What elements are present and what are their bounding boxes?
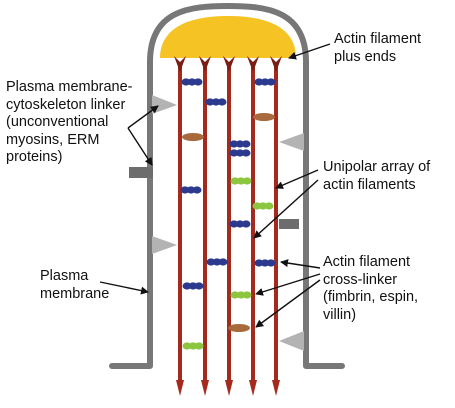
actin-filament-icon xyxy=(199,56,211,396)
crosslinker-icon xyxy=(206,258,228,266)
label-line: plus ends xyxy=(334,48,397,65)
pointer-crosslinker-1 xyxy=(280,259,321,269)
label-line: Plasma membrane- xyxy=(6,79,133,95)
pointer-unipolar-1 xyxy=(275,169,319,189)
crosslinker-icon xyxy=(181,78,203,86)
actin-filaments xyxy=(174,56,282,396)
membrane-linker-rect-icon xyxy=(279,219,299,229)
plus-end-cap-icon xyxy=(160,16,296,58)
label-plasma-membrane: Plasma membrane xyxy=(40,268,109,303)
membrane-linkers xyxy=(129,95,304,351)
crosslinker-icon xyxy=(228,324,250,332)
crosslinker-icon xyxy=(229,220,251,228)
crosslinker-icon xyxy=(252,202,274,210)
crosslinker-icon xyxy=(205,98,227,106)
crosslinker-icon xyxy=(230,291,252,299)
crosslinker-icon xyxy=(180,186,202,194)
membrane-linker-icon xyxy=(152,236,177,254)
label-line: Actin filament xyxy=(323,254,411,270)
actin-filament-icon xyxy=(174,56,186,396)
pointer-plus-ends xyxy=(288,43,331,60)
crosslinker-icon xyxy=(229,149,251,157)
label-membrane-linker: Plasma membrane- cytoskeleton linker (un… xyxy=(6,79,133,167)
label-line: cross-linker xyxy=(323,271,398,288)
label-line: cytoskeleton linker xyxy=(6,96,126,113)
label-line: actin filaments xyxy=(323,176,416,193)
label-plus-ends: Actin filament plus ends xyxy=(334,31,421,66)
pointer-linker-top xyxy=(127,105,159,129)
crosslinker-icon xyxy=(182,133,204,141)
plasma-membrane-outline xyxy=(109,3,345,369)
actin-filament-icon xyxy=(270,56,282,396)
membrane-linker-rect-icon xyxy=(129,167,153,178)
membrane-linker-icon xyxy=(279,331,304,351)
label-line: Actin filament xyxy=(334,31,422,47)
label-line: proteins) xyxy=(6,149,63,165)
label-line: Plasma xyxy=(40,268,89,284)
label-line: (unconventional xyxy=(6,114,109,130)
membrane-linker-icon xyxy=(279,133,304,151)
label-line: Unipolar array of xyxy=(323,159,431,175)
label-line: (fimbrin, espin, xyxy=(323,289,419,305)
pointer-crosslinker-3 xyxy=(255,279,321,328)
crosslinker-icon xyxy=(254,78,276,86)
crosslinker-icon xyxy=(182,342,204,350)
crosslinker-icon xyxy=(182,282,204,290)
pointer-unipolar-2 xyxy=(253,179,319,239)
crosslinker-icon xyxy=(253,113,275,121)
label-line: villin) xyxy=(323,306,357,323)
crosslinker-icon xyxy=(230,177,252,185)
crosslinkers xyxy=(180,78,276,350)
crosslinker-icon xyxy=(254,259,276,267)
actin-filament-icon xyxy=(223,56,235,396)
label-unipolar-array: Unipolar array of actin filaments xyxy=(323,159,430,194)
label-crosslinker: Actin filament cross-linker (fimbrin, es… xyxy=(323,254,418,324)
label-line: membrane xyxy=(40,285,110,302)
crosslinker-icon xyxy=(229,140,251,148)
actin-filament-icon xyxy=(247,56,259,396)
pointer-lines xyxy=(99,43,331,328)
label-line: myosins, ERM xyxy=(6,131,100,148)
pointer-crosslinker-2 xyxy=(255,273,321,296)
pointer-linker-rect xyxy=(127,127,153,166)
membrane-linker-icon xyxy=(152,95,177,114)
pointer-membrane xyxy=(99,281,149,295)
